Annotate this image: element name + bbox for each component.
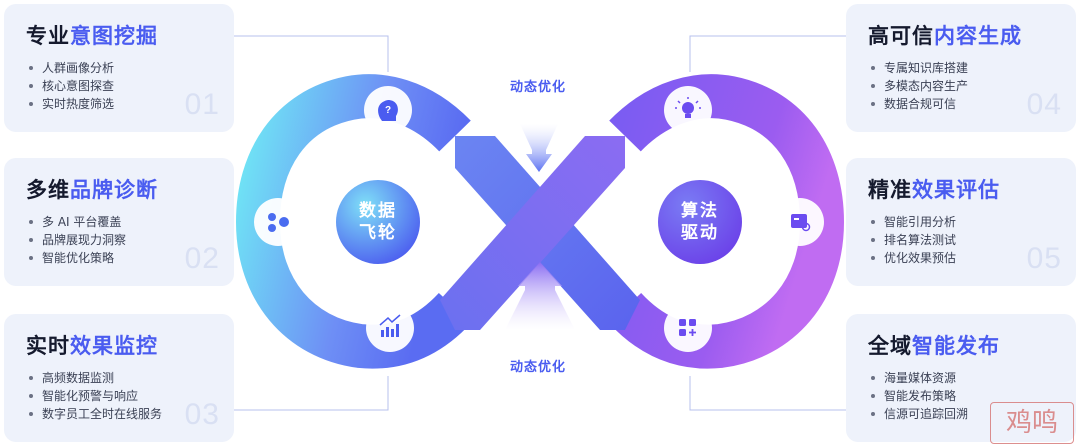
card-smart-publishing: 全域智能发布 海量媒体资源 智能发布策略 信源可追踪回溯: [846, 314, 1076, 442]
card-title-highlight: 内容生成: [934, 24, 1022, 48]
list-item: 海量媒体资源: [868, 369, 1076, 387]
card-brand-diagnosis: 多维品牌诊断 多 AI 平台覆盖 品牌展现力洞察 智能优化策略 02: [4, 158, 234, 286]
card-title-plain: 多维: [26, 178, 70, 202]
node-chart-trend-icon: [366, 304, 414, 352]
right-hub-circle: [658, 180, 742, 264]
left-hub-line2: 飞轮: [359, 223, 397, 243]
card-title-highlight: 品牌诊断: [70, 178, 158, 202]
right-hub-label: 算法 驱动: [668, 200, 732, 244]
card-title-highlight: 智能发布: [912, 334, 1000, 358]
list-item: 多模态内容生产: [868, 77, 1076, 95]
list-item: 排名算法测试: [868, 231, 1076, 249]
card-title-highlight: 效果评估: [912, 178, 1000, 202]
node-dashboard-search-icon: [776, 198, 824, 246]
list-item: 信源可追踪回溯: [868, 405, 1076, 423]
list-item: 品牌展现力洞察: [26, 231, 234, 249]
card-number: 04: [1026, 88, 1062, 121]
card-title-plain: 全域: [868, 334, 912, 358]
connector-lines: [234, 35, 846, 411]
list-item: 数字员工全时在线服务: [26, 405, 234, 423]
card-title-highlight: 效果监控: [70, 334, 158, 358]
list-item: 人群画像分析: [26, 59, 234, 77]
watermark-stamp: 鸡鸣: [990, 402, 1074, 444]
list-item: 实时热度筛选: [26, 95, 234, 113]
left-hub-label: 数据 飞轮: [346, 200, 410, 244]
card-list: 专属知识库搭建 多模态内容生产 数据合规可信: [868, 59, 1076, 113]
list-item: 智能引用分析: [868, 213, 1076, 231]
arrow-down: [520, 124, 558, 172]
list-item: 高频数据监测: [26, 369, 234, 387]
arrow-up: [505, 262, 575, 330]
card-title: 实时效果监控: [26, 330, 234, 360]
node-question-head-icon: ?: [364, 86, 412, 134]
card-list: 高频数据监测 智能化预警与响应 数字员工全时在线服务: [26, 369, 234, 423]
card-number: 02: [184, 242, 220, 275]
dynamic-optimize-top: 动态优化: [510, 80, 567, 95]
card-title-plain: 高可信: [868, 24, 934, 48]
card-number: 05: [1026, 242, 1062, 275]
card-list: 海量媒体资源 智能发布策略 信源可追踪回溯: [868, 369, 1076, 423]
list-item: 智能优化策略: [26, 249, 234, 267]
right-hub-line2: 驱动: [681, 223, 719, 243]
right-hub-line1: 算法: [681, 201, 719, 221]
list-item: 智能化预警与响应: [26, 387, 234, 405]
list-item: 专属知识库搭建: [868, 59, 1076, 77]
card-title: 多维品牌诊断: [26, 174, 234, 204]
card-number: 03: [184, 398, 220, 431]
card-list: 智能引用分析 排名算法测试 优化效果预估: [868, 213, 1076, 267]
list-item: 智能发布策略: [868, 387, 1076, 405]
node-share-icon: [254, 198, 302, 246]
card-list: 多 AI 平台覆盖 品牌展现力洞察 智能优化策略: [26, 213, 234, 267]
card-trusted-content: 高可信内容生成 专属知识库搭建 多模态内容生产 数据合规可信 04: [846, 4, 1076, 132]
card-title: 专业意图挖掘: [26, 20, 234, 50]
card-intent-mining: 专业意图挖掘 人群画像分析 核心意图探查 实时热度筛选 01: [4, 4, 234, 132]
left-hub-line1: 数据: [359, 201, 397, 221]
node-lightbulb-icon: [664, 86, 712, 134]
card-title-plain: 实时: [26, 334, 70, 358]
node-apps-add-icon: [664, 304, 712, 352]
card-title-plain: 专业: [26, 24, 70, 48]
list-item: 多 AI 平台覆盖: [26, 213, 234, 231]
svg-text:?: ?: [385, 105, 391, 116]
left-hub-circle: [336, 180, 420, 264]
card-effect-evaluation: 精准效果评估 智能引用分析 排名算法测试 优化效果预估 05: [846, 158, 1076, 286]
card-realtime-monitoring: 实时效果监控 高频数据监测 智能化预警与响应 数字员工全时在线服务 03: [4, 314, 234, 442]
dynamic-optimize-bottom: 动态优化: [510, 360, 567, 375]
card-title: 精准效果评估: [868, 174, 1076, 204]
list-item: 优化效果预估: [868, 249, 1076, 267]
card-title-highlight: 意图挖掘: [70, 24, 158, 48]
list-item: 核心意图探查: [26, 77, 234, 95]
card-number: 01: [184, 88, 220, 121]
card-title-plain: 精准: [868, 178, 912, 202]
list-item: 数据合规可信: [868, 95, 1076, 113]
card-title: 高可信内容生成: [868, 20, 1076, 50]
band-ascending: [440, 136, 625, 330]
card-title: 全域智能发布: [868, 330, 1076, 360]
card-list: 人群画像分析 核心意图探查 实时热度筛选: [26, 59, 234, 113]
